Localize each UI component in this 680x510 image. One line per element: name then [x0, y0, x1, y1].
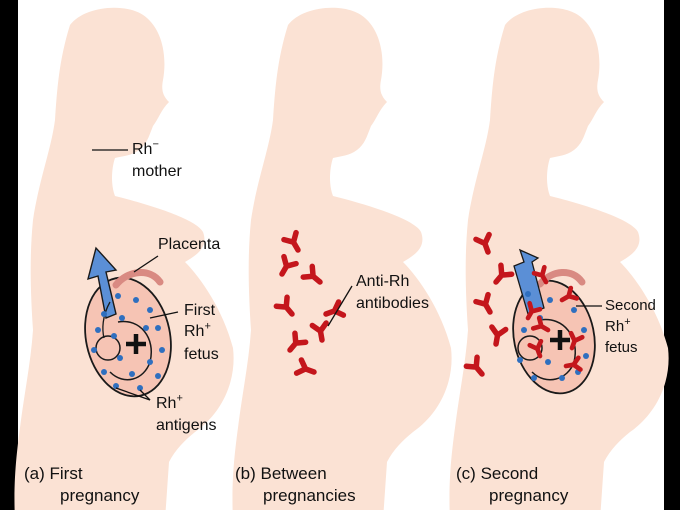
- rh-sup: +: [204, 320, 211, 333]
- caption-c-line1: Second: [480, 464, 539, 483]
- placenta-a: [112, 269, 164, 289]
- rh-text: Rh: [184, 323, 205, 340]
- first-label: First: [184, 302, 216, 319]
- antigens-label: antigens: [156, 417, 217, 434]
- leader-lines-a: [92, 149, 179, 401]
- mother-body-b: [232, 7, 452, 510]
- caption-b-line2: pregnancies: [263, 486, 356, 505]
- rh-text: Rh: [156, 395, 177, 412]
- rh-sup: +: [624, 316, 631, 328]
- fetus-label-a: fetus: [184, 346, 219, 363]
- placenta-label: Placenta: [158, 236, 221, 253]
- right-black-border: [664, 0, 680, 510]
- rh-text: Rh: [132, 141, 153, 158]
- fetus-label-c: fetus: [605, 339, 638, 356]
- rh-sup: +: [176, 392, 183, 405]
- caption-b-line1: Between: [260, 464, 327, 483]
- caption-a-line1: First: [49, 464, 83, 483]
- rh-positive-label-c: Rh+: [605, 317, 631, 336]
- leader-line-b: [327, 285, 353, 327]
- caption-c-line2: pregnancy: [489, 486, 569, 505]
- caption-b-letter: (b): [235, 464, 256, 483]
- up-arrow-icon: [87, 246, 118, 319]
- rh-negative-label: Rh−: [132, 138, 159, 159]
- antigen-dots-a: [91, 293, 165, 391]
- rh-positive-label-antigens: Rh+: [156, 392, 183, 413]
- rh-positive-label-a: Rh+: [184, 320, 211, 341]
- mother-body-c: [449, 7, 669, 510]
- antibodies-label: antibodies: [356, 295, 429, 312]
- mother-label: mother: [132, 163, 182, 180]
- caption-c: (c) Second: [456, 463, 538, 485]
- plus-icon: [126, 334, 146, 354]
- rh-sup: −: [152, 138, 159, 151]
- caption-c-letter: (c): [456, 464, 476, 483]
- caption-a: (a) First: [24, 463, 83, 485]
- caption-a-letter: (a): [24, 464, 45, 483]
- fetus-c: [517, 318, 576, 381]
- caption-b: (b) Between: [235, 463, 327, 485]
- anti-rh-label: Anti-Rh: [356, 273, 410, 290]
- plus-icon: [550, 330, 570, 350]
- second-label: Second: [605, 297, 656, 314]
- rh-text: Rh: [605, 318, 625, 335]
- up-arrow-icon: [513, 248, 545, 315]
- caption-a-line2: pregnancy: [60, 486, 140, 505]
- left-black-border: [0, 0, 18, 510]
